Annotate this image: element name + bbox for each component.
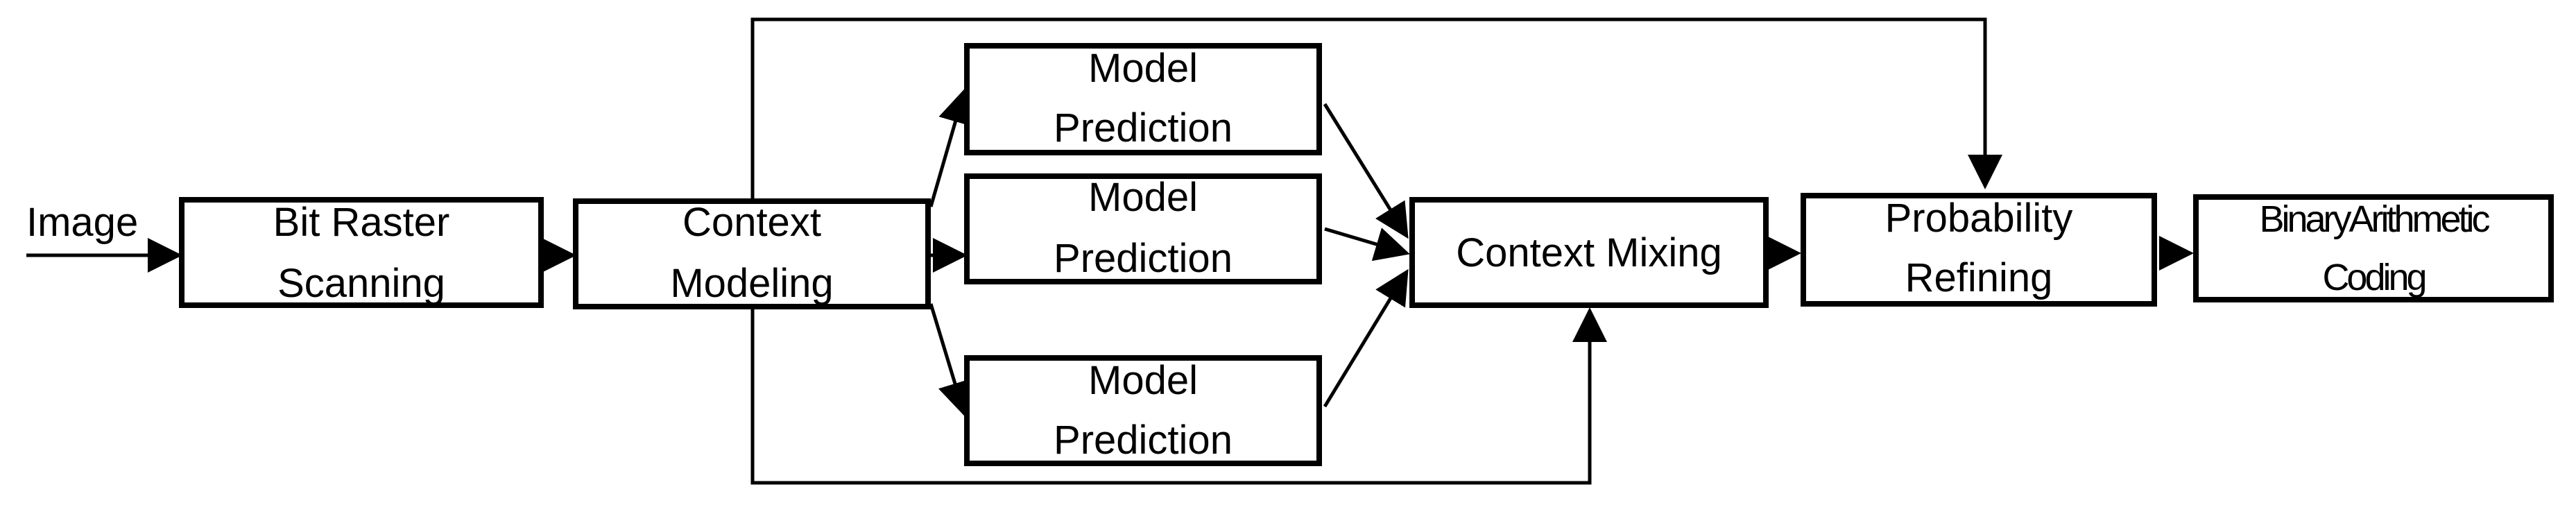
edge-context-modeling-to-prediction-3 [929, 303, 972, 417]
node-model-prediction-3: Model Prediction [964, 355, 1322, 466]
node-label-line: Bit Raster [273, 200, 450, 245]
node-context-mixing: Context Mixing [1409, 197, 1769, 308]
node-label-line: Prediction [1054, 236, 1233, 281]
node-label-line: BinaryArithmetic [2259, 198, 2489, 240]
edge-context-modeling-bypass-to-probability-refining [750, 17, 2002, 201]
edges [26, 17, 2194, 485]
node-label-line: Coding [2322, 257, 2425, 298]
node-model-prediction-1: Model Prediction [964, 43, 1322, 155]
node-label-line: Model [1088, 46, 1198, 91]
input-image-label: Image [26, 200, 138, 245]
edge-context-modeling-bypass-to-context-mixing [750, 307, 1607, 485]
edge-context-modeling-to-prediction-1 [929, 88, 972, 207]
edge-prediction-3-to-context-mixing [1323, 268, 1409, 408]
node-probability-refining: Probability Refining [1801, 193, 2157, 307]
node-label-line: Prediction [1054, 418, 1233, 463]
node-model-prediction-2: Model Prediction [964, 173, 1322, 284]
node-label-line: Refining [1905, 255, 2053, 300]
node-label-line: Context [682, 200, 821, 245]
node-label-line: Model [1088, 358, 1198, 403]
node-label-line: Modeling [670, 261, 833, 306]
node-label-line: Probability [1885, 196, 2073, 241]
edge-prediction-1-to-context-mixing [1323, 103, 1409, 239]
node-context-modeling: Context Modeling [573, 198, 931, 309]
node-label-line: Prediction [1054, 105, 1233, 151]
node-label-line: Scanning [277, 261, 445, 306]
node-label-line: Context Mixing [1456, 230, 1722, 275]
node-binary-arithmetic-coding: BinaryArithmetic Coding [2193, 194, 2554, 302]
node-bit-raster-scanning: Bit Raster Scanning [179, 197, 544, 308]
edge-prediction-2-to-context-mixing [1324, 227, 1410, 262]
node-label-line: Model [1088, 175, 1198, 220]
